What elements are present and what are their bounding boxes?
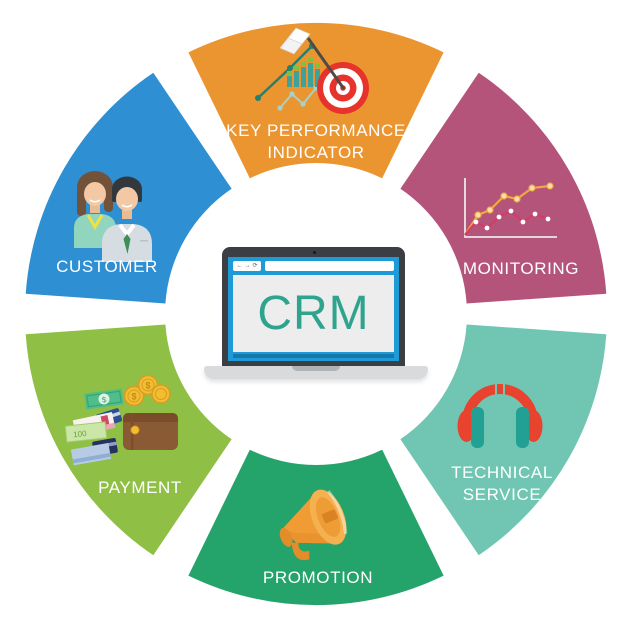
label-line: PAYMENT <box>98 478 182 497</box>
svg-text:$: $ <box>101 395 107 405</box>
refresh-icon: ⟳ <box>252 263 258 269</box>
browser-content: CRM <box>233 275 394 352</box>
dollar-bill: $ <box>84 388 124 410</box>
segment-key-performance-indicator <box>188 22 444 179</box>
man-avatar <box>102 176 152 262</box>
label-promotion: PROMOTION <box>228 567 408 589</box>
svg-text:$: $ <box>145 381 150 391</box>
dart-shaft <box>306 37 346 90</box>
bar-chart-bars <box>287 58 320 87</box>
browser-toolbar: ← → ⟳ <box>233 261 394 271</box>
dart-flight <box>279 37 303 55</box>
segment-technical-service <box>400 324 607 556</box>
label-line: CUSTOMER <box>56 257 158 276</box>
segment-monitoring <box>400 72 607 304</box>
label-line: SERVICE <box>462 485 542 504</box>
label-customer: CUSTOMER <box>17 256 197 278</box>
wallet <box>123 413 178 450</box>
laptop-screen: ← → ⟳ CRM <box>222 247 405 366</box>
back-icon: ← <box>236 263 243 269</box>
line-chart-icon <box>464 178 557 238</box>
forward-icon: → <box>244 263 251 269</box>
label-technical-service: TECHNICAL SERVICE <box>412 462 592 506</box>
webcam-icon <box>312 251 316 254</box>
headphones-icon <box>457 383 543 448</box>
label-line: MONITORING <box>462 259 580 278</box>
laptop-base <box>204 366 428 379</box>
browser-nav-buttons: ← → ⟳ <box>233 261 261 271</box>
svg-text:100: 100 <box>73 429 88 439</box>
laptop-illustration: ← → ⟳ CRM <box>204 247 428 381</box>
label-line: KEY PERFORMANCE <box>226 121 406 140</box>
laptop-base-notch <box>292 366 340 371</box>
label-line: PROMOTION <box>262 568 374 587</box>
label-monitoring: MONITORING <box>431 258 611 280</box>
megaphone-icon <box>279 489 348 561</box>
label-line: INDICATOR <box>267 143 365 162</box>
browser-bottom-strip <box>233 354 394 358</box>
wallet-money-icon: $ $ $ 100 <box>64 374 178 466</box>
gold-coins: $ $ <box>123 374 171 407</box>
browser-address-bar <box>265 261 394 271</box>
target-dart-growth-chart-icon <box>255 27 369 114</box>
label-key-performance-indicator: KEY PERFORMANCE INDICATOR <box>166 120 466 164</box>
people-icon <box>74 171 152 262</box>
label-payment: PAYMENT <box>50 477 230 499</box>
crm-title: CRM <box>257 287 370 340</box>
svg-text:$: $ <box>131 392 136 402</box>
label-line: TECHNICAL <box>451 463 553 482</box>
banknote-blue <box>70 437 118 466</box>
banknote-100: 100 <box>64 421 108 443</box>
browser-window: ← → ⟳ CRM <box>228 257 399 361</box>
